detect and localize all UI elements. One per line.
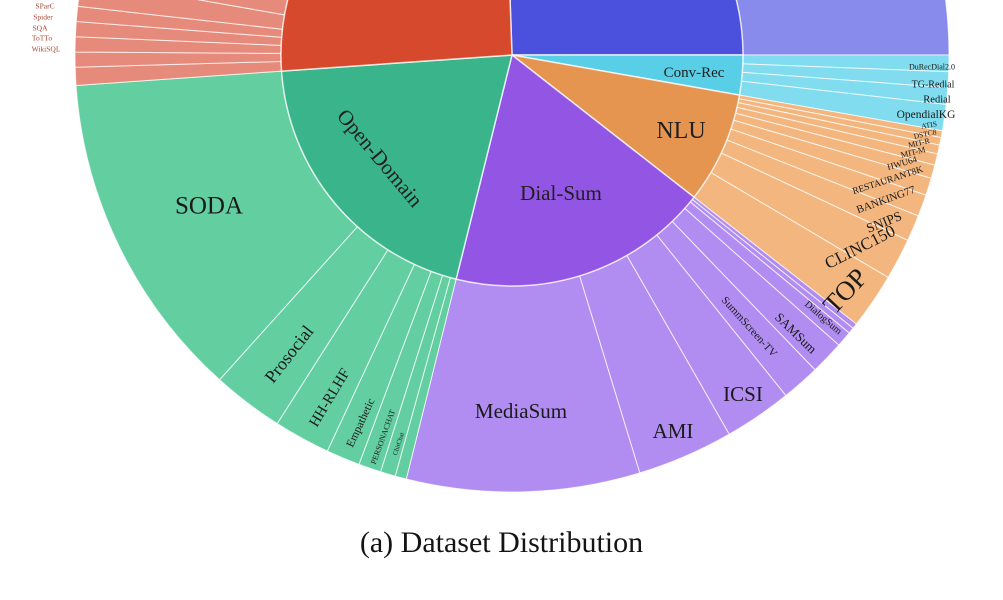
label-icsi: ICSI [723, 382, 763, 406]
figure-caption: (a) Dataset Distribution [359, 526, 644, 559]
segment-category-red-knowledge [280, 0, 513, 72]
label-wikisql: WikiSQL [32, 45, 61, 54]
label-atis: ATIS [920, 119, 937, 131]
label-tg-redial: TG-Redial [912, 80, 955, 91]
label-sparc: SParC [35, 2, 54, 11]
label-durecdial2-0: DuRecDial2.0 [909, 63, 955, 72]
label-opendialkg: OpendialKG [897, 109, 956, 121]
label-redial: Redial [923, 95, 950, 106]
sunburst-chart: Conv-RecNLUDial-SumOpen-DomainSODAProsoc… [32, 0, 956, 493]
segment-category-dial-sum [455, 53, 696, 287]
segment-tod-slice-4 [735, 0, 950, 56]
label-spider: Spider [33, 13, 53, 22]
label-conv-rec: Conv-Rec [664, 65, 725, 81]
segment-category-blue-tod [509, 0, 744, 56]
label-totto: ToTTo [32, 34, 52, 43]
label-ami: AMI [653, 419, 694, 443]
label-nlu: NLU [656, 118, 705, 144]
label-soda: SODA [175, 193, 243, 220]
label-dial-sum: Dial-Sum [520, 181, 602, 205]
segment-category-open-domain [280, 54, 513, 281]
label-sqa: SQA [32, 24, 48, 33]
label-mediasum: MediaSum [475, 399, 567, 423]
